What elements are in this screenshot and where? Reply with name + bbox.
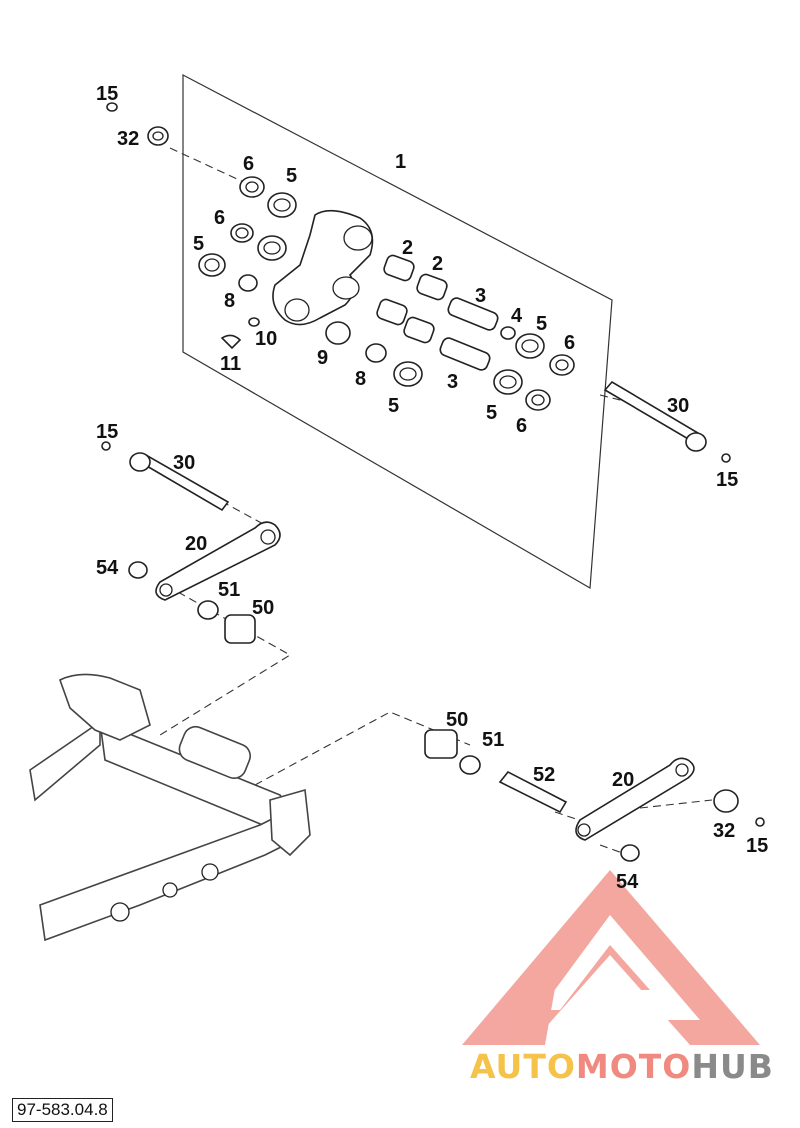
callout-20: 20 — [185, 533, 207, 555]
callout-6: 6 — [516, 415, 527, 437]
callout-6: 6 — [564, 332, 575, 354]
watermark-word-3: HUB — [691, 1047, 774, 1086]
callout-11: 11 — [220, 353, 241, 375]
callout-2: 2 — [432, 253, 443, 275]
callout-52: 52 — [533, 764, 555, 786]
callout-32: 32 — [713, 820, 735, 842]
callout-15: 15 — [96, 83, 118, 105]
watermark-wordmark: AUTOMOTOHUB — [470, 1047, 774, 1086]
callout-1: 1 — [395, 151, 406, 173]
bushings — [106, 102, 575, 411]
callout-20: 20 — [612, 769, 634, 791]
callout-3: 3 — [447, 371, 458, 393]
callout-30: 30 — [667, 395, 689, 417]
reference-code: 97-583.04.8 — [12, 1098, 113, 1122]
callout-5: 5 — [286, 165, 297, 187]
callout-4: 4 — [511, 305, 523, 327]
callout-labels: 1 15 32 6 5 6 5 2 2 8 3 4 5 10 6 11 9 8 … — [96, 83, 768, 893]
callout-50: 50 — [252, 597, 274, 619]
callout-9: 9 — [317, 347, 328, 369]
link-arm-upper — [128, 521, 281, 644]
watermark-word-1: AUTO — [470, 1047, 576, 1086]
watermark-logo — [462, 870, 760, 1045]
rocker-lever — [272, 209, 374, 326]
swingarm-frame — [29, 673, 311, 942]
callout-8: 8 — [224, 290, 235, 312]
callout-54: 54 — [96, 557, 119, 579]
callout-8: 8 — [355, 368, 366, 390]
callout-5: 5 — [486, 402, 497, 424]
callout-32: 32 — [117, 128, 139, 150]
callout-54: 54 — [616, 871, 639, 893]
group-outline — [182, 74, 613, 589]
callout-30: 30 — [173, 452, 195, 474]
callout-51: 51 — [218, 579, 240, 601]
callout-3: 3 — [475, 285, 486, 307]
callout-15: 15 — [96, 421, 118, 443]
watermark-word-2: MOTO — [576, 1047, 691, 1086]
callout-5: 5 — [388, 395, 399, 417]
link-arm-lower — [424, 729, 765, 862]
callout-2: 2 — [402, 237, 413, 259]
callout-6: 6 — [243, 153, 254, 175]
callout-5: 5 — [536, 313, 547, 335]
callout-15: 15 — [716, 469, 738, 491]
bolts — [101, 380, 731, 512]
callout-50: 50 — [446, 709, 468, 731]
callout-5: 5 — [193, 233, 204, 255]
callout-51: 51 — [482, 729, 504, 751]
callout-10: 10 — [255, 328, 277, 350]
callout-6: 6 — [214, 207, 225, 229]
callout-15: 15 — [746, 835, 768, 857]
